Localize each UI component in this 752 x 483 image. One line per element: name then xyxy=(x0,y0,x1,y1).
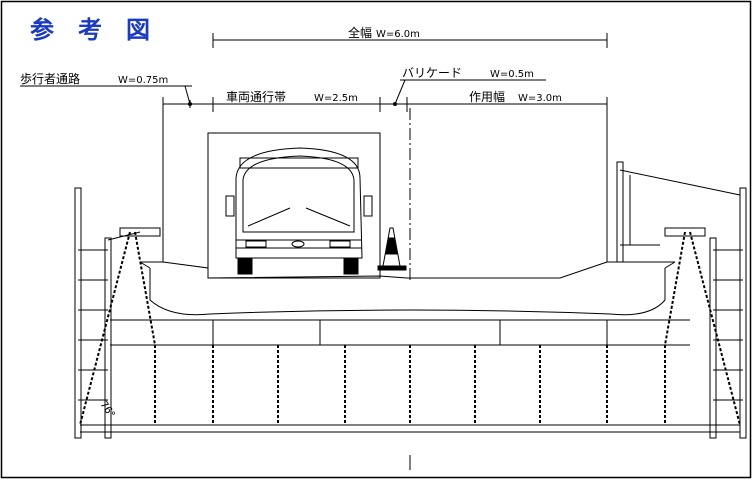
dimension-lines xyxy=(20,33,608,470)
work-area-label: 作用幅 xyxy=(469,89,505,104)
suspension-chains xyxy=(79,231,741,426)
traffic-cone-icon xyxy=(377,227,407,271)
vehicle-lane-value: W=2.5m xyxy=(314,93,358,104)
bus-icon xyxy=(225,147,373,275)
work-area-value: W=3.0m xyxy=(518,93,562,104)
total-width-label: 全幅 xyxy=(348,25,372,40)
scaffold-icon xyxy=(74,161,747,439)
dimension-ticks xyxy=(188,102,397,106)
vehicle-envelope xyxy=(207,132,381,279)
bridge-deck xyxy=(80,261,740,433)
angle-label: 76° xyxy=(98,399,117,420)
sidewalk-value: W=0.75m xyxy=(118,75,168,86)
drawing-title: 参 考 図 xyxy=(30,16,150,44)
barricade-value: W=0.5m xyxy=(490,69,534,80)
total-width-value: W=6.0m xyxy=(376,29,420,40)
sidewalk-label: 歩行者通路 xyxy=(20,71,80,86)
vehicle-lane-label: 車両通行帯 xyxy=(226,90,286,104)
barricade-label: バリケード xyxy=(402,66,462,80)
